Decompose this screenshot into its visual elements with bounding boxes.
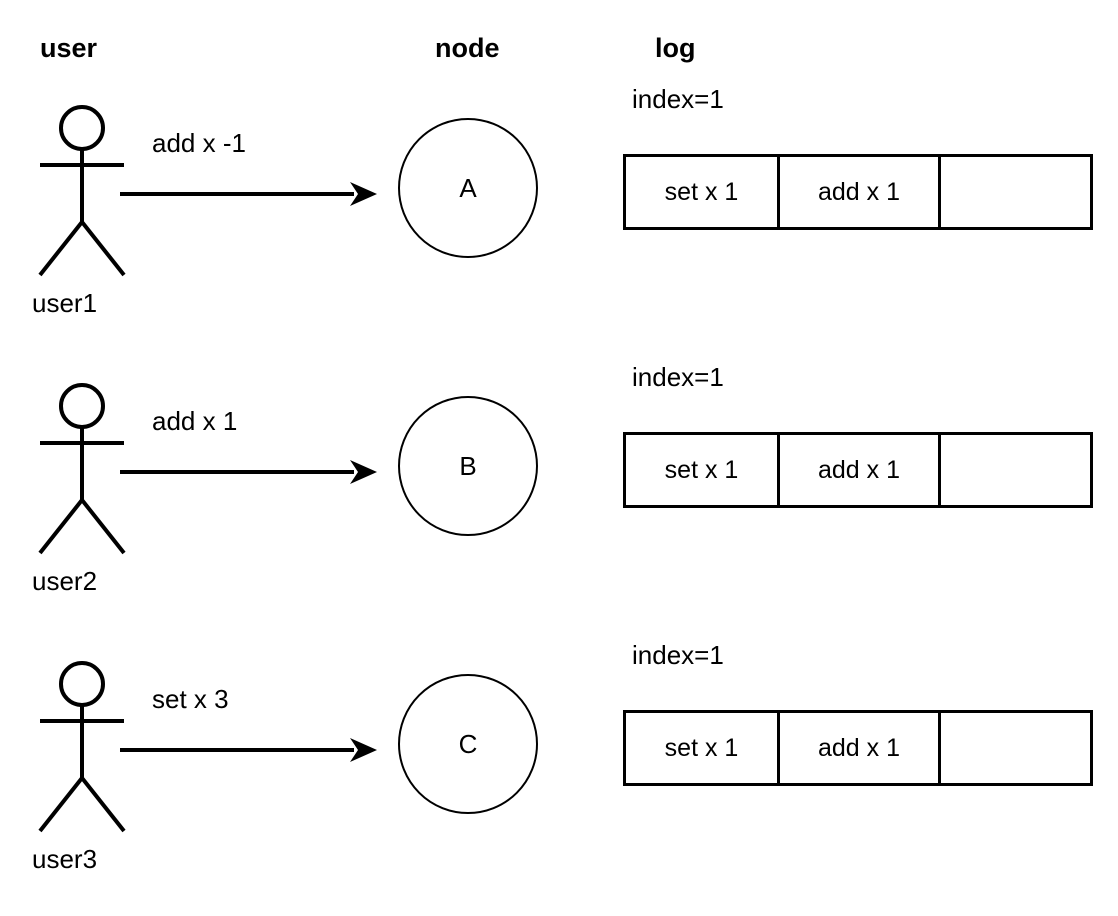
log-cell xyxy=(941,435,1096,505)
node-label: A xyxy=(459,173,477,203)
stick-figure-icon xyxy=(30,100,140,285)
actor-label: user3 xyxy=(32,844,98,874)
actor-label: user1 xyxy=(32,288,98,318)
node-circle: C xyxy=(398,674,538,814)
log-cell: add x 1 xyxy=(780,435,941,505)
diagram-row: user1 add x -1 A index=1 set x 1 add x 1 xyxy=(0,0,1118,316)
command-label: add x -1 xyxy=(152,128,246,158)
diagram-row: user2 add x 1 B index=1 set x 1 add x 1 xyxy=(0,278,1118,594)
node-circle: A xyxy=(398,118,538,258)
column-header-log: log xyxy=(655,33,696,63)
arrow-right-icon xyxy=(118,734,380,766)
stick-figure-icon xyxy=(30,378,140,563)
node-circle: B xyxy=(398,396,538,536)
command-label: add x 1 xyxy=(152,406,238,436)
log-cell: add x 1 xyxy=(780,713,941,783)
log-cell: set x 1 xyxy=(626,157,780,227)
log-cell xyxy=(941,713,1096,783)
command-label: set x 3 xyxy=(152,684,229,714)
log-cell: add x 1 xyxy=(780,157,941,227)
node-label: C xyxy=(458,729,478,759)
stick-figure-icon xyxy=(30,656,140,841)
column-header-node: node xyxy=(435,33,500,63)
log-table: set x 1 add x 1 xyxy=(623,710,1093,786)
log-cell: set x 1 xyxy=(626,435,780,505)
log-table: set x 1 add x 1 xyxy=(623,154,1093,230)
log-index-label: index=1 xyxy=(632,362,724,392)
log-index-label: index=1 xyxy=(632,84,724,114)
log-cell: set x 1 xyxy=(626,713,780,783)
column-header-user: user xyxy=(40,33,98,63)
diagram-row: user3 set x 3 C index=1 set x 1 add x 1 xyxy=(0,556,1118,872)
log-cell xyxy=(941,157,1096,227)
actor-label: user2 xyxy=(32,566,98,596)
node-label: B xyxy=(459,451,477,481)
log-index-label: index=1 xyxy=(632,640,724,670)
log-table: set x 1 add x 1 xyxy=(623,432,1093,508)
arrow-right-icon xyxy=(118,178,380,210)
arrow-right-icon xyxy=(118,456,380,488)
